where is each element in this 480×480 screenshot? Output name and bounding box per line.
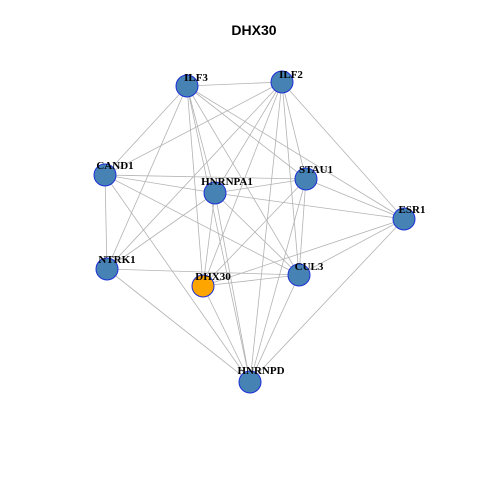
edge-ilf2-hnrnpd xyxy=(249,81,283,383)
edge-ilf2-dhx30 xyxy=(202,81,283,287)
node-label-cand1: CAND1 xyxy=(96,160,133,172)
node-label-hnrnpa1: HNRNPA1 xyxy=(201,176,253,188)
node-label-stau1: STAU1 xyxy=(299,164,333,176)
node-label-ntrk1: NTRK1 xyxy=(98,254,135,266)
graph-title: DHX30 xyxy=(231,22,276,38)
edge-ilf2-cand1 xyxy=(104,81,283,176)
edge-esr1-hnrnpd xyxy=(249,218,405,383)
edge-stau1-hnrnpd xyxy=(249,178,307,383)
edge-ilf3-hnrnpa1 xyxy=(186,85,216,194)
edge-ilf2-ntrk1 xyxy=(106,81,283,270)
node-ilf2[interactable] xyxy=(270,70,294,94)
edge-cand1-cul3 xyxy=(104,174,300,276)
edge-ilf3-cul3 xyxy=(186,85,300,276)
node-label-esr1: ESR1 xyxy=(399,204,426,216)
edge-esr1-dhx30 xyxy=(202,218,405,287)
node-cul3[interactable] xyxy=(287,263,311,287)
node-ntrk1[interactable] xyxy=(95,257,119,281)
edge-ilf3-cand1 xyxy=(104,85,188,176)
edge-ilf3-ilf2 xyxy=(186,81,283,87)
edge-ilf2-hnrnpa1 xyxy=(214,81,283,194)
edge-cand1-stau1 xyxy=(104,174,307,180)
edge-cand1-hnrnpd xyxy=(104,174,251,383)
edge-hnrnpa1-ntrk1 xyxy=(106,192,216,270)
edge-stau1-esr1 xyxy=(305,178,405,220)
edge-hnrnpa1-hnrnpd xyxy=(214,192,251,383)
edge-ilf3-dhx30 xyxy=(186,85,204,287)
node-label-cul3: CUL3 xyxy=(295,261,324,273)
node-label-ilf3: ILF3 xyxy=(184,72,208,84)
edge-hnrnpa1-esr1 xyxy=(214,192,405,220)
node-esr1[interactable] xyxy=(392,207,416,231)
edge-ilf3-hnrnpd xyxy=(186,85,251,383)
node-ilf3[interactable] xyxy=(175,74,199,98)
node-layer xyxy=(93,70,416,394)
node-hnrnpd[interactable] xyxy=(238,370,262,394)
edge-cand1-hnrnpa1 xyxy=(104,174,216,194)
edge-cand1-ntrk1 xyxy=(104,174,108,270)
node-label-ilf2: ILF2 xyxy=(279,69,303,81)
edge-stau1-cul3 xyxy=(298,178,307,276)
edge-ilf2-stau1 xyxy=(281,81,307,180)
node-stau1[interactable] xyxy=(294,167,318,191)
edge-ntrk1-cul3 xyxy=(106,268,300,276)
node-cand1[interactable] xyxy=(93,163,117,187)
edge-ilf2-esr1 xyxy=(281,81,405,220)
edge-dhx30-hnrnpd xyxy=(202,285,251,383)
edge-stau1-dhx30 xyxy=(202,178,307,287)
node-label-hnrnpd: HNRNPD xyxy=(237,365,284,377)
edge-ilf3-stau1 xyxy=(186,85,307,180)
edge-esr1-cul3 xyxy=(298,218,405,276)
edge-hnrnpa1-dhx30 xyxy=(202,192,216,287)
node-label-dhx30: DHX30 xyxy=(195,271,231,283)
node-dhx30[interactable] xyxy=(191,274,215,298)
edge-ntrk1-hnrnpd xyxy=(106,268,251,383)
edge-layer xyxy=(104,81,405,383)
edge-dhx30-cul3 xyxy=(202,274,300,287)
edge-ilf3-esr1 xyxy=(186,85,405,220)
node-hnrnpa1[interactable] xyxy=(203,181,227,205)
edge-hnrnpa1-cul3 xyxy=(214,192,300,276)
edge-ilf3-ntrk1 xyxy=(106,85,188,270)
edge-cul3-hnrnpd xyxy=(249,274,300,383)
edge-hnrnpa1-stau1 xyxy=(214,178,307,194)
